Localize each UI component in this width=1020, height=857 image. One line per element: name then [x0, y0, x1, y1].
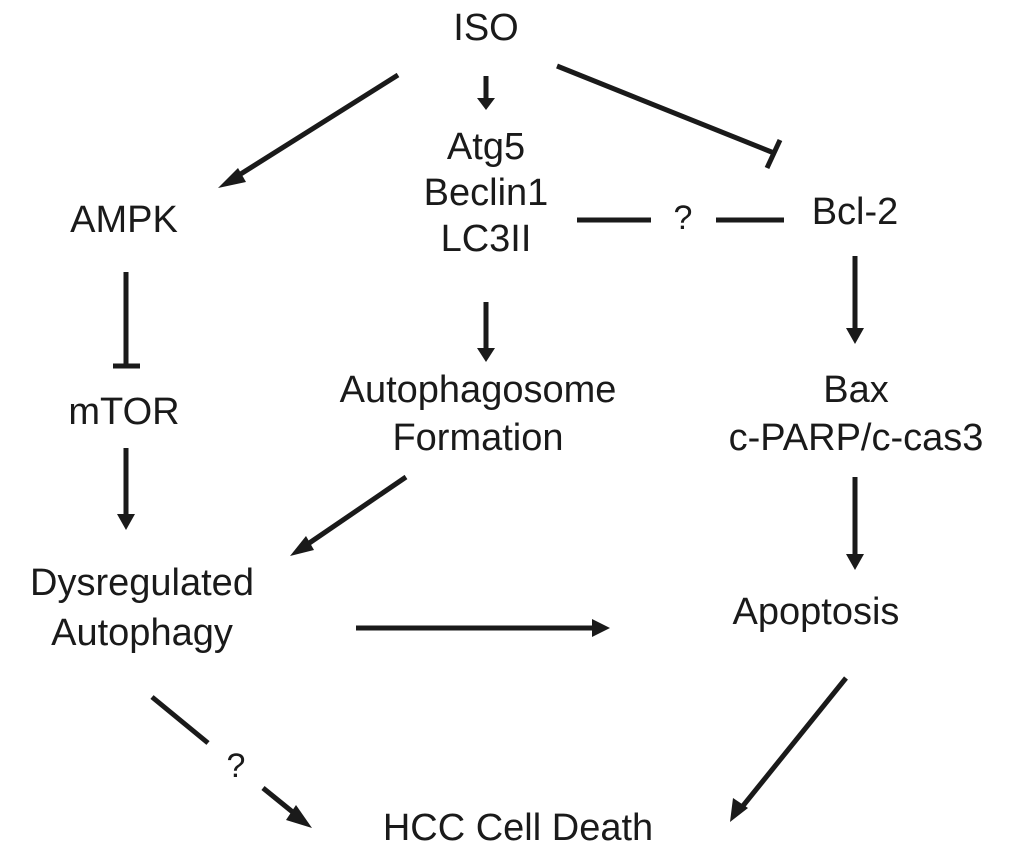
node-ampk: AMPK — [70, 198, 178, 242]
edge-apoptosis-hcc — [730, 676, 848, 822]
edge-bcl2-apoptosis-markers — [846, 256, 864, 344]
arrowhead-icon — [290, 536, 314, 556]
arrowhead-icon — [286, 805, 312, 828]
arrowhead-icon — [218, 168, 246, 188]
node-apoptosis-markers: Bax c-PARP/c-cas3 — [729, 366, 984, 462]
edge-dysregulated-hcc-uncertain — [150, 695, 312, 828]
arrowhead-icon — [477, 348, 495, 362]
node-dysregulated-autophagy: Dysregulated Autophagy — [30, 558, 254, 658]
node-iso: ISO — [453, 6, 518, 50]
arrowhead-icon — [730, 798, 748, 822]
node-bcl2: Bcl-2 — [812, 190, 899, 234]
node-apoptosis: Apoptosis — [733, 590, 900, 634]
node-label: Beclin1 — [423, 172, 549, 214]
edge-dysregulated-apoptosis — [356, 619, 610, 637]
edge-autophagy-markers-autophagosome — [477, 302, 495, 362]
edge-mtor-dysregulated — [117, 448, 135, 530]
edge-iso-bcl2-inhibit — [556, 63, 783, 170]
edge-apoptosis-markers-apoptosis — [846, 477, 864, 570]
node-label: Apoptosis — [732, 591, 900, 633]
edge-iso-autophagy-markers — [477, 76, 495, 110]
node-label: c-PARP/c-cas3 — [728, 417, 984, 459]
node-label: Autophagy — [51, 612, 233, 654]
unknown-interaction-label: ? — [673, 199, 693, 237]
edge-iso-ampk — [218, 72, 400, 188]
node-mtor: mTOR — [68, 390, 179, 434]
node-label: Bax — [823, 369, 889, 411]
node-label: Bcl-2 — [811, 191, 899, 233]
node-hcc-death: HCC Cell Death — [383, 806, 653, 850]
arrowhead-icon — [477, 98, 495, 110]
node-label: LC3II — [440, 218, 532, 260]
inhibit-bar-icon — [764, 138, 783, 170]
arrowhead-icon — [846, 554, 864, 570]
node-label: AMPK — [70, 199, 178, 241]
node-label: mTOR — [68, 391, 180, 433]
arrowhead-icon — [592, 619, 610, 637]
node-label: ISO — [453, 7, 519, 49]
arrowhead-icon — [846, 328, 864, 344]
arrowhead-icon — [117, 514, 135, 530]
node-label: HCC Cell Death — [382, 807, 654, 849]
node-label: Formation — [392, 417, 564, 459]
node-autophagosome: Autophagosome Formation — [340, 366, 617, 462]
node-label: Atg5 — [446, 126, 526, 168]
uncertain-link-label: ? — [226, 747, 246, 785]
edge-autophagosome-dysregulated — [290, 474, 408, 556]
node-label: Dysregulated — [30, 562, 254, 604]
node-autophagy-markers: Atg5 Beclin1 LC3II — [424, 124, 549, 262]
node-label: Autophagosome — [339, 369, 617, 411]
edge-ampk-mtor-inhibit — [113, 272, 140, 369]
